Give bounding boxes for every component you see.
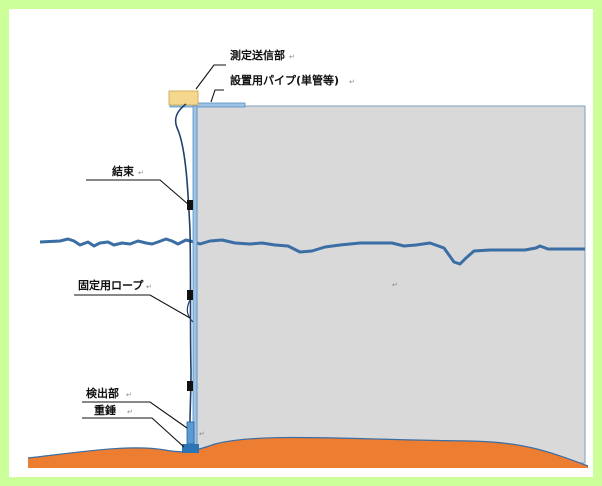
paragraph-marks: ↵ ↵ ↵ ↵ ↵ ↵ ↵ ↵ [126,53,398,438]
ground-surface-line [27,436,589,467]
binding-mark [187,200,193,210]
label-binding: 結束 [112,164,135,178]
ground-profile [28,437,588,468]
label-fixing-rope: 固定用ロープ [78,278,144,292]
svg-text:↵: ↵ [138,169,144,177]
label-pipe: 設置用パイプ(単管等) [230,73,339,87]
label-transmitter: 測定送信部 [230,48,285,62]
label-detector: 検出部 [86,386,119,400]
svg-text:↵: ↵ [199,430,205,438]
binding-mark [187,381,193,391]
label-weight: 重錘 [94,403,116,417]
svg-text:↵: ↵ [127,408,133,416]
water-surface-line [39,237,585,266]
reservoir-area [196,105,586,464]
signal-cable [174,103,192,423]
detector-unit [186,421,195,445]
svg-text:↵: ↵ [289,53,295,61]
fixing-rope [186,299,194,323]
leader-lines [74,64,226,448]
svg-text:↵: ↵ [146,283,152,291]
svg-text:↵: ↵ [349,78,355,86]
binding-mark [187,290,193,300]
installation-pipe [192,105,198,451]
svg-text:↵: ↵ [392,281,398,289]
transmitter-box [168,90,199,106]
svg-text:↵: ↵ [126,391,132,399]
weight-block [182,444,199,453]
